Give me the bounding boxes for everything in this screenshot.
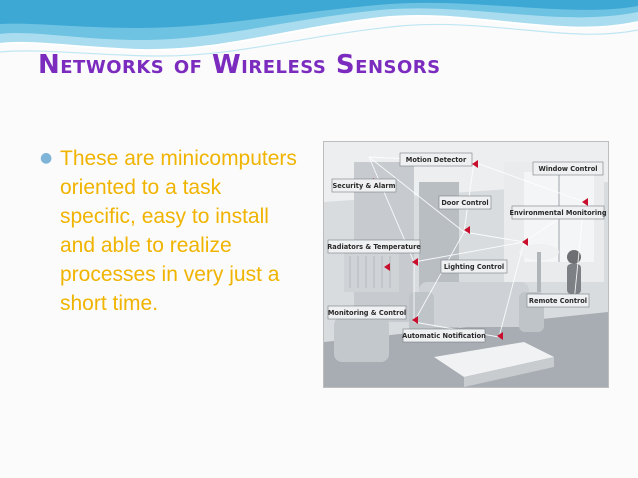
label-environmental-monitoring: Environmental Monitoring: [509, 205, 607, 220]
svg-text:Lighting Control: Lighting Control: [444, 263, 504, 271]
svg-text:Radiators & Temperature: Radiators & Temperature: [327, 243, 421, 251]
bullet-item: ● These are minicomputers oriented to a …: [40, 144, 300, 318]
label-automatic-notification: Automatic Notification: [402, 328, 486, 343]
svg-text:Motion Detector: Motion Detector: [406, 156, 467, 164]
label-security-alarm: Security & Alarm: [331, 178, 397, 193]
bullet-marker-icon: ●: [40, 150, 53, 166]
svg-text:Window Control: Window Control: [538, 165, 597, 173]
label-monitoring-control: Monitoring & Control: [327, 305, 407, 320]
svg-text:Monitoring & Control: Monitoring & Control: [328, 309, 406, 317]
svg-text:Automatic Notification: Automatic Notification: [402, 332, 486, 340]
label-remote-control: Remote Control: [526, 293, 590, 308]
svg-text:Security & Alarm: Security & Alarm: [332, 182, 395, 190]
label-motion-detector: Motion Detector: [399, 152, 473, 167]
svg-text:Environmental Monitoring: Environmental Monitoring: [509, 209, 606, 217]
label-lighting-control: Lighting Control: [440, 259, 508, 274]
svg-text:Remote Control: Remote Control: [529, 297, 587, 305]
label-door-control: Door Control: [438, 195, 492, 210]
svg-text:Door Control: Door Control: [441, 199, 488, 207]
label-radiators-temperature: Radiators & Temperature: [327, 239, 421, 254]
header-wave-decoration: [0, 0, 638, 70]
bullet-text: These are minicomputers oriented to a ta…: [60, 147, 297, 315]
slide-title: Networks of Wireless Sensors: [38, 50, 441, 80]
label-window-control: Window Control: [532, 161, 604, 176]
wireless-sensor-network-illustration: Motion Detector Window Control Security …: [323, 141, 609, 388]
